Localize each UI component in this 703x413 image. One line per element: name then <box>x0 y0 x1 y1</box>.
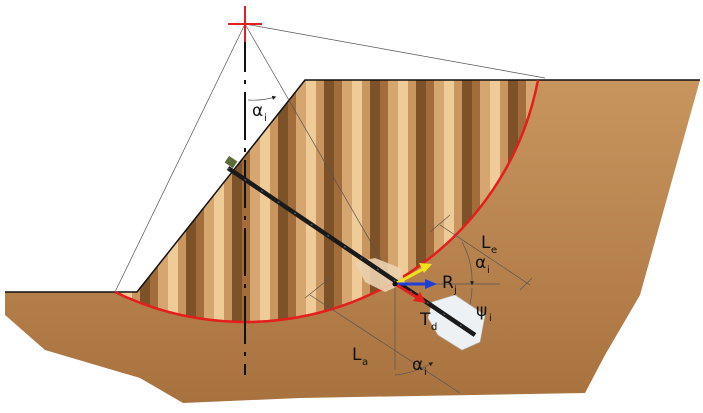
sliding-mass <box>115 80 538 323</box>
svg-text:R: R <box>442 273 454 293</box>
red-arrowhead-icon <box>413 292 426 303</box>
soil-nail <box>226 166 477 337</box>
label-T: T d <box>419 310 437 333</box>
svg-text:i: i <box>487 265 490 276</box>
label-alpha-top: α i <box>252 101 267 124</box>
force-vectors <box>392 263 437 303</box>
svg-text:i: i <box>489 313 492 324</box>
grout-zone <box>355 258 405 292</box>
slip-surface-arc <box>114 79 540 324</box>
label-L-a: L a <box>352 345 368 368</box>
svg-text:e: e <box>491 245 497 256</box>
svg-text:d: d <box>431 322 437 333</box>
label-alpha-right: α i <box>475 253 490 276</box>
svg-text:α: α <box>412 355 423 375</box>
svg-text:α: α <box>252 101 263 121</box>
label-L-e: L e <box>481 233 497 256</box>
svg-text:i: i <box>424 367 427 378</box>
yellow-vector <box>394 266 426 286</box>
svg-text:T: T <box>419 310 431 330</box>
svg-text:L: L <box>481 233 491 253</box>
label-psi: ψ i <box>476 301 492 324</box>
svg-text:j: j <box>453 285 457 296</box>
blue-arrowhead-icon <box>425 279 437 289</box>
svg-text:α: α <box>475 253 486 273</box>
yellow-arrowhead-icon <box>419 263 432 273</box>
svg-text:ψ: ψ <box>476 301 487 321</box>
ground-surface-line <box>5 79 700 293</box>
label-R: R j <box>442 273 457 296</box>
rotation-center-icon <box>228 6 262 42</box>
svg-text:i: i <box>264 113 267 124</box>
svg-text:L: L <box>352 345 362 365</box>
label-alpha-bottom: α i <box>412 355 427 378</box>
svg-text:a: a <box>362 357 368 368</box>
construction-lines <box>114 23 546 394</box>
nail-head-plate <box>224 155 238 169</box>
red-vector <box>394 282 419 300</box>
